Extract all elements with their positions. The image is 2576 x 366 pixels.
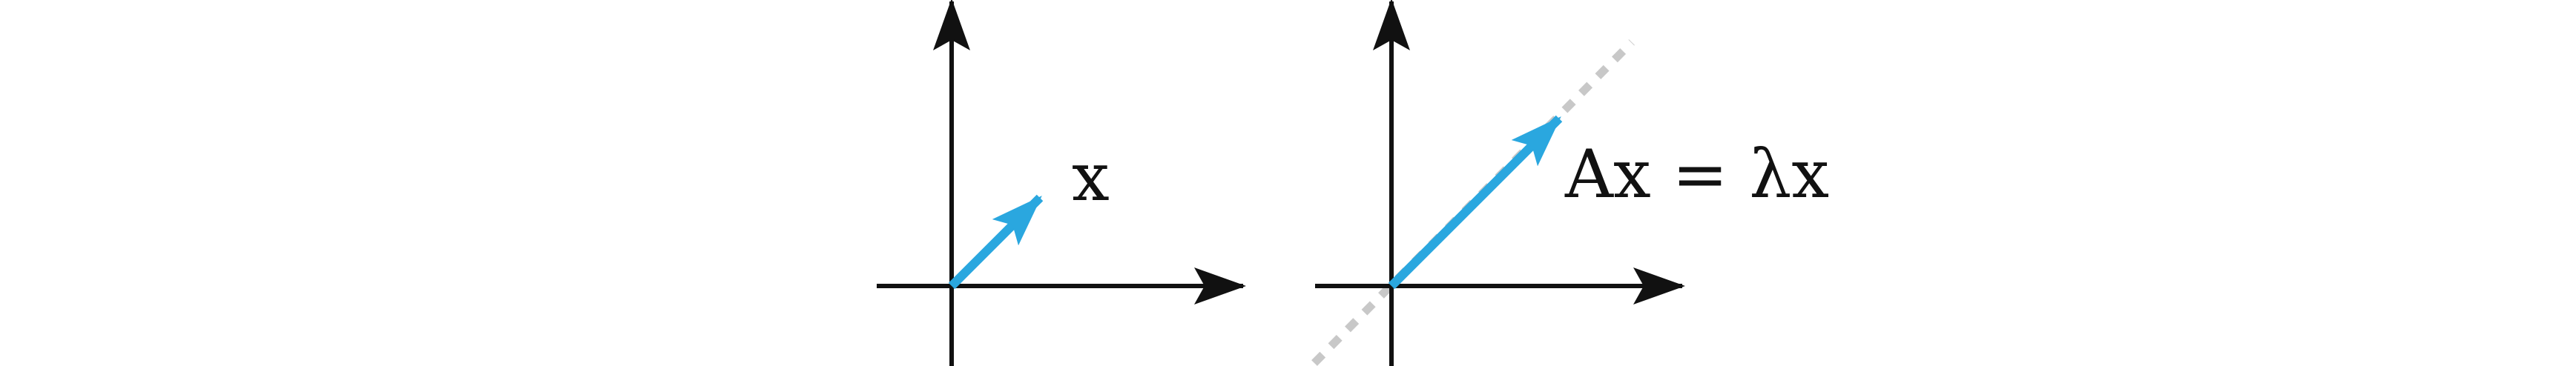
left-panel: x — [877, 0, 1246, 366]
left-vector-x — [948, 194, 1044, 290]
right-panel: Ax = λx — [1311, 0, 1829, 366]
eigenvector-span-line — [1311, 39, 1635, 366]
right-vector-label: Ax = λx — [1564, 136, 1829, 213]
right-vector-ax — [1388, 115, 1563, 290]
left-vector-label: x — [1072, 139, 1110, 216]
